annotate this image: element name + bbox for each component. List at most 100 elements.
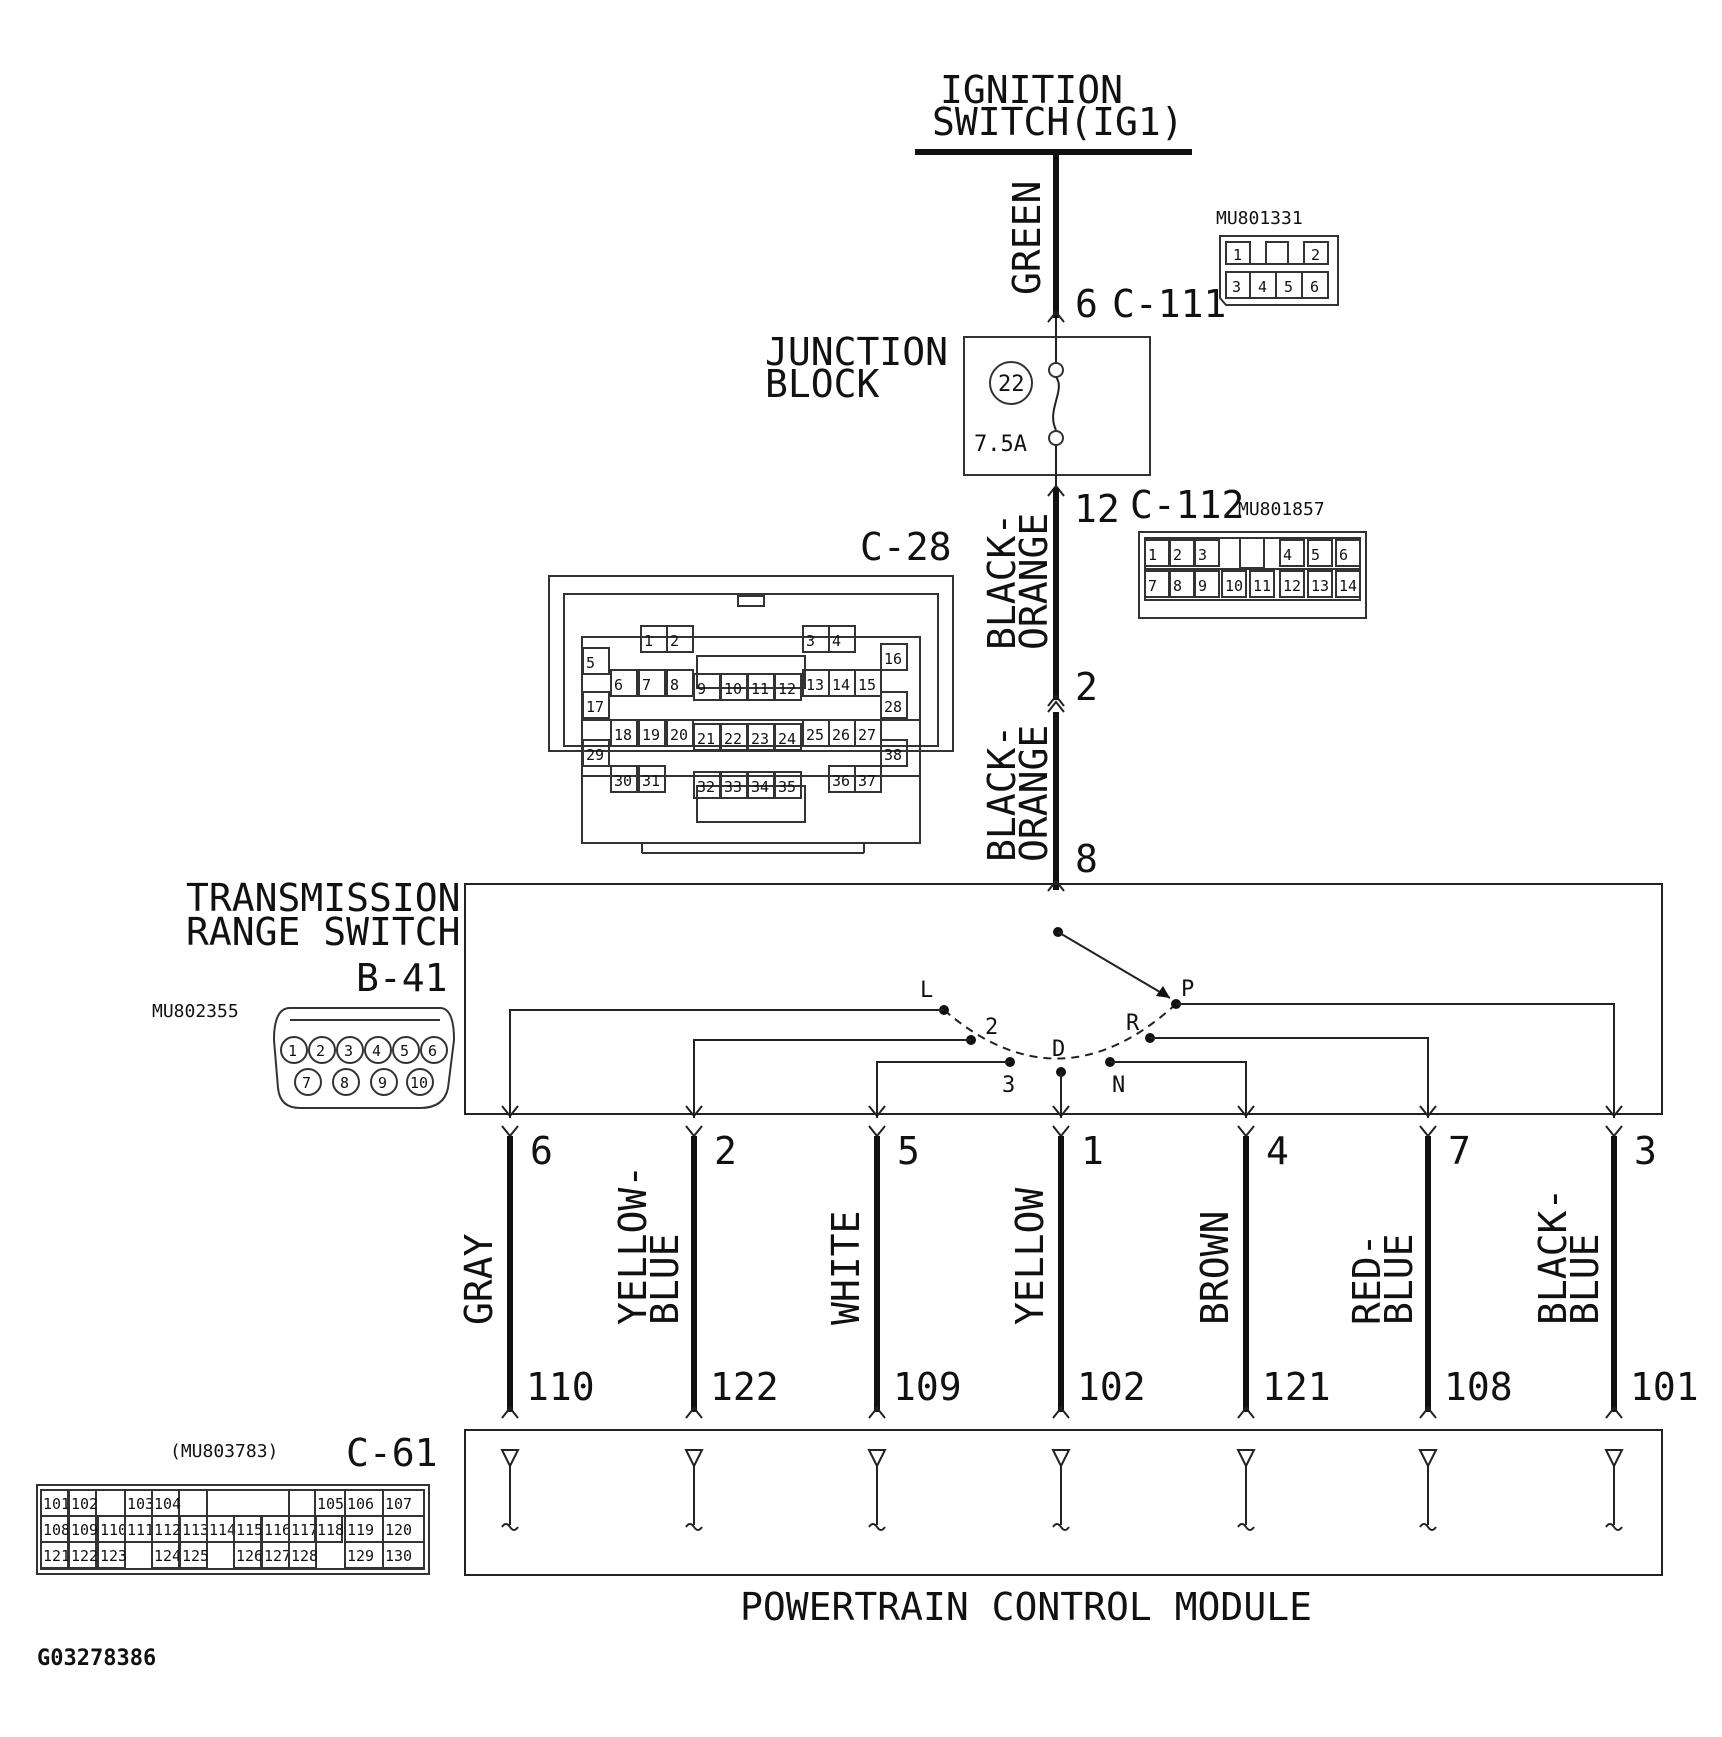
pcm-ground-symbol — [501, 1523, 519, 1531]
c112-cell-box — [1249, 570, 1275, 598]
b41-pin-circle — [370, 1068, 398, 1096]
connector-arrow — [685, 1105, 703, 1118]
b41-pin-circle — [294, 1068, 322, 1096]
pcm-pin: 102 — [1077, 1365, 1146, 1409]
c28-cell: 1 — [644, 632, 653, 650]
b41-cell: 5 — [400, 1042, 409, 1060]
c61-cell: 125 — [182, 1547, 209, 1565]
c111-pin: 6 — [1075, 282, 1098, 326]
figure-id: G03278386 — [37, 1646, 156, 1671]
c112-pin: 12 — [1074, 487, 1120, 531]
connector-arrow — [1605, 1105, 1623, 1118]
c28-cell-box — [582, 739, 610, 767]
c28-cell: 8 — [670, 676, 679, 694]
c28-cell-box — [880, 643, 908, 671]
c28-cell: 31 — [642, 772, 660, 790]
c61-cell: 103 — [127, 1495, 154, 1513]
switch-lead — [1150, 1037, 1429, 1118]
c112-cell-box — [1307, 570, 1333, 598]
b41-name: B-41 — [356, 956, 448, 1000]
c112-cell: 10 — [1225, 577, 1243, 595]
c61-cell: 107 — [385, 1495, 412, 1513]
pcm-input-symbol — [1418, 1449, 1438, 1469]
output-pin: 6 — [530, 1129, 553, 1173]
b41-pin-circle — [332, 1068, 360, 1096]
connector-arrow — [501, 1406, 519, 1419]
c28-cell: 22 — [724, 730, 742, 748]
c28-cell: 36 — [832, 772, 850, 790]
c61-cell-box — [382, 1541, 425, 1569]
b41-cell: 6 — [428, 1042, 437, 1060]
c28-cell: 21 — [697, 730, 715, 748]
connector-arrow — [1237, 1406, 1255, 1419]
fuse-terminal — [1048, 362, 1064, 378]
connector-arrow — [501, 1125, 519, 1138]
c28-cell: 29 — [586, 746, 604, 764]
ignition-title-line2: SWITCH(IG1) — [932, 100, 1184, 144]
switch-lead — [1110, 1061, 1247, 1118]
c61-cell-box — [68, 1541, 97, 1569]
wire-color: YELLOW — [1008, 1188, 1052, 1325]
c112-cell: 4 — [1283, 546, 1292, 564]
c61-cell-box — [179, 1541, 208, 1569]
pcm-input-symbol — [867, 1449, 887, 1469]
b41-cell: 10 — [410, 1074, 428, 1092]
c28-cell: 23 — [751, 730, 769, 748]
c112-cell: 8 — [1173, 577, 1182, 595]
pcm-input-symbol — [1051, 1449, 1071, 1469]
c28-cell-box — [880, 739, 908, 767]
c28-cell: 20 — [670, 726, 688, 744]
b41-pin-circle — [420, 1036, 448, 1064]
b41-cell: 1 — [288, 1042, 297, 1060]
c61-cell: 130 — [385, 1547, 412, 1565]
connector-arrow — [1419, 1406, 1437, 1419]
c28-cell-box — [666, 625, 694, 653]
c28-cell: 4 — [832, 632, 841, 650]
b41-connector-face — [272, 1007, 456, 1109]
output-pin: 4 — [1266, 1129, 1289, 1173]
c112-cell-box — [1279, 570, 1305, 598]
connector-arrow — [1419, 1105, 1437, 1118]
c112-cell: 9 — [1198, 577, 1207, 595]
c28-cell: 33 — [724, 778, 742, 796]
c61-part: (MU803783) — [170, 1441, 278, 1462]
b41-cell: 7 — [302, 1074, 311, 1092]
switch-position-label: 2 — [985, 1015, 998, 1040]
c28-cell: 37 — [858, 772, 876, 790]
c28-cell-box — [854, 669, 882, 697]
switch-position-label: 3 — [1002, 1073, 1015, 1098]
c112-part: MU801857 — [1238, 499, 1325, 520]
c28-pin-in: 2 — [1075, 665, 1098, 709]
c61-cell: 119 — [347, 1521, 374, 1539]
c28-cell: 10 — [724, 680, 742, 698]
wire-color: BLUE — [1563, 1233, 1607, 1325]
range-switch-title-line1: TRANSMISSION — [186, 876, 461, 920]
fuse-rating: 7.5A — [974, 432, 1027, 457]
c61-cell: 127 — [264, 1547, 291, 1565]
c28-cell-box — [610, 765, 638, 793]
switch-lead — [693, 1039, 971, 1118]
connector-arrow — [868, 1105, 886, 1118]
pcm-pin: 108 — [1444, 1365, 1513, 1409]
c112-cell: 7 — [1148, 577, 1157, 595]
c28-cell: 27 — [858, 726, 876, 744]
b41-part: MU802355 — [152, 1001, 239, 1022]
pcm-input-symbol — [1236, 1449, 1256, 1469]
c28-cell: 3 — [806, 632, 815, 650]
wire-color-black: BLACK- — [980, 725, 1024, 862]
connector-arrow — [1047, 694, 1065, 707]
c28-cell: 15 — [858, 676, 876, 694]
c61-cell: 115 — [236, 1521, 263, 1539]
c111-cell: 6 — [1310, 278, 1319, 296]
c61-cell: 124 — [154, 1547, 181, 1565]
c28-cell: 30 — [614, 772, 632, 790]
b41-pin-circle — [308, 1036, 336, 1064]
c28-cell: 24 — [778, 730, 796, 748]
connector-arrow — [868, 1406, 886, 1419]
switch-lead — [509, 1009, 944, 1118]
c61-cell-box — [314, 1515, 343, 1543]
c28-cell-box — [610, 669, 638, 697]
c61-cell: 128 — [291, 1547, 318, 1565]
